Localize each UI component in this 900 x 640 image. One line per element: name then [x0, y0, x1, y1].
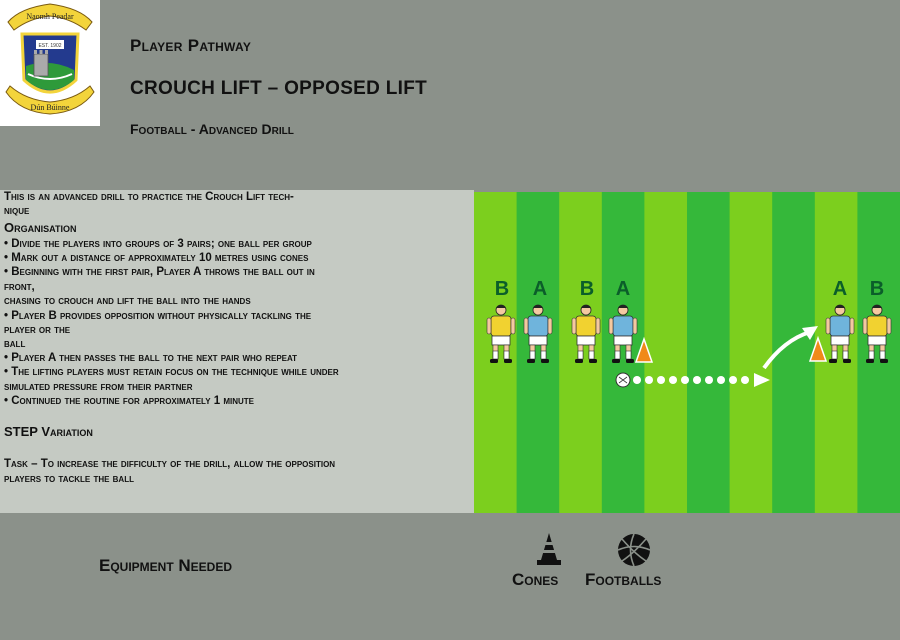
organisation-line: chasing to crouch and lift the ball into… — [4, 295, 251, 307]
intro-line-1: This is an advanced drill to practice th… — [4, 191, 294, 203]
organisation-line: ball — [4, 338, 26, 350]
organisation-line: • Player A then passes the ball to the n… — [4, 352, 298, 364]
crest-bottom-text: Dún Búinne — [31, 103, 70, 112]
player-a-figure — [523, 304, 553, 363]
task-line-1: Task – To increase the difficulty of the… — [4, 458, 336, 470]
organisation-line: • Player B provides opposition without p… — [4, 310, 312, 322]
task-line-2: players to tackle the ball — [4, 473, 134, 485]
organisation-line: • Mark out a distance of approximately 1… — [4, 252, 309, 264]
players — [486, 304, 892, 363]
pitch-stripe — [857, 192, 900, 513]
player-b-figure — [862, 304, 892, 363]
equipment-heading: Equipment Needed — [99, 556, 233, 575]
pitch-stripe — [516, 192, 560, 513]
pitch-stripes — [474, 192, 900, 513]
header: Naomh Peadar EST. 1902 Dún Búinne Player… — [0, 0, 900, 190]
equipment-item-footballs: Footballs — [585, 570, 662, 589]
player-label-b: B — [495, 278, 509, 300]
page-subtitle: Football - Advanced Drill — [130, 121, 294, 137]
cone-marker — [808, 335, 828, 362]
pitch-stripe — [644, 192, 688, 513]
player-b-figure — [571, 304, 601, 363]
drill-diagram: B A B A A B — [474, 192, 900, 513]
organisation-line: • Divide the players into groups of 3 pa… — [4, 238, 312, 250]
pitch-stripe — [729, 192, 773, 513]
page-section-label: Player Pathway — [130, 36, 252, 55]
player-label-b: B — [580, 278, 594, 300]
club-crest: Naomh Peadar EST. 1902 Dún Búinne — [0, 0, 100, 126]
organisation-line: player or the — [4, 324, 71, 336]
variation-heading: STEP Variation — [4, 424, 93, 439]
player-label-b: B — [870, 278, 884, 300]
organisation-line: • Continued the routine for approximatel… — [4, 395, 254, 407]
drill-description: This is an advanced drill to practice th… — [0, 190, 474, 513]
ball-path — [633, 373, 770, 387]
organisation-heading: Organisation — [4, 220, 77, 235]
cone-icon — [537, 533, 561, 565]
pass-arrow-head — [802, 326, 818, 340]
organisation-line: • The lifting players must retain focus … — [4, 366, 339, 378]
player-a-figure — [608, 304, 638, 363]
player-label-a: A — [833, 278, 847, 300]
crest-top-text: Naomh Peadar — [26, 12, 74, 21]
cone-marker — [634, 336, 654, 363]
equipment-item-cones: Cones — [512, 570, 559, 589]
organisation-line: • Beginning with the first pair, Player … — [4, 266, 315, 278]
player-label-a: A — [533, 278, 547, 300]
intro-line-2: nique — [4, 205, 30, 217]
player-b-figure — [486, 304, 516, 363]
page-title: CROUCH LIFT – OPPOSED LIFT — [130, 78, 428, 99]
organisation-line: front, — [4, 281, 35, 293]
pitch-stripe — [687, 192, 731, 513]
player-label-a: A — [616, 278, 630, 300]
organisation-line: simulated pressure from their partner — [4, 381, 193, 393]
player-a-figure — [825, 304, 855, 363]
pitch-stripe — [601, 192, 645, 513]
crest-year: EST. 1902 — [38, 43, 61, 49]
football-icon — [617, 533, 651, 567]
